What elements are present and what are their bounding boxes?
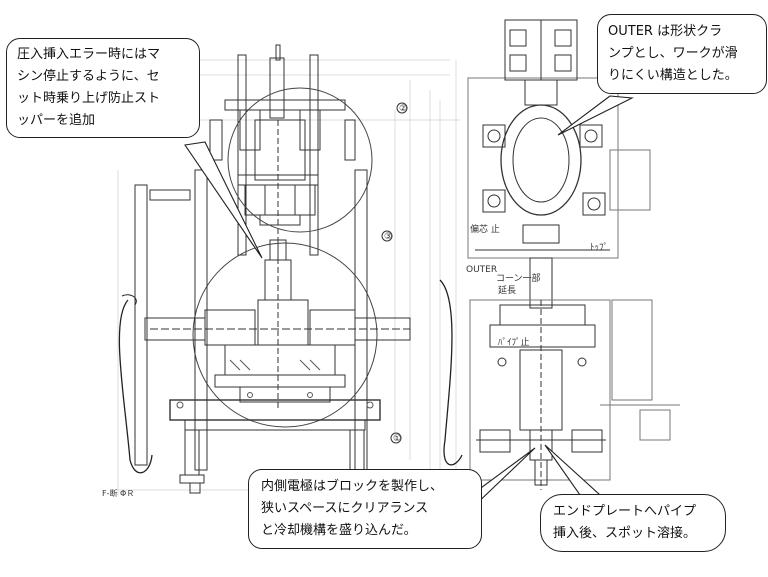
callout-stopper-line-4: ッパーを追加 xyxy=(17,113,96,128)
callout-outer-line-2: ンプとし、ワークが滑 xyxy=(608,46,738,61)
callout-stopper-line-3: ット時乗り上げ防止スト xyxy=(17,91,161,106)
callout-pointers xyxy=(184,95,634,512)
press-machine-front-view xyxy=(115,44,463,495)
hand-note-cone: コーン一部 xyxy=(496,272,541,284)
left-bottom-note: F-断 ΦＲ xyxy=(102,488,134,498)
hand-note-outer: OUTER xyxy=(466,265,497,275)
callout-stopper-line-2: シン停止するように、セ xyxy=(17,69,160,84)
callout-end-plate-note: エンドプレートへパイプ 挿入後、スポット溶接。 xyxy=(540,494,726,552)
callout-stopper-line-1: 圧入挿入エラー時にはマ xyxy=(17,47,161,62)
callout-stopper-note: 圧入挿入エラー時にはマ シン停止するように、セ ット時乗り上げ防止スト ッパーを… xyxy=(6,38,200,138)
callout-inner-electrode-note: 内側電極はブロックを製作し、 狭いスペースにクリアランス と冷却機構を盛り込んだ… xyxy=(248,469,482,549)
callout-electrode-line-2: 狭いスペースにクリアランス xyxy=(261,501,429,516)
callout-endplate-line-2: 挿入後、スポット溶接。 xyxy=(553,526,697,541)
detail-views xyxy=(467,19,680,490)
drawing-balloons: ② ③ ① F-断 ΦＲ xyxy=(102,102,408,498)
hand-note-pipe-stop: ﾊﾟｲﾌﾟ止 xyxy=(498,336,530,348)
callout-electrode-line-1: 内側電極はブロックを製作し、 xyxy=(261,479,444,494)
balloon-3: ③ xyxy=(384,232,392,242)
callout-outer-line-1: OUTER は形状クラ xyxy=(608,24,723,39)
hand-note-extension: 延長 xyxy=(498,284,516,296)
callout-outer-line-3: りにくい構造とした。 xyxy=(608,68,738,83)
hand-note-eccentric: 偏芯 止 xyxy=(470,223,500,235)
balloon-1: ① xyxy=(393,434,401,444)
callout-electrode-line-3: と冷却機構を盛り込んだ。 xyxy=(261,523,417,538)
handwritten-notes: OUTER コーン一部 延長 ﾊﾟｲﾌﾟ止 偏芯 止 ﾄｯﾌﾟ xyxy=(466,223,608,348)
hand-note-top: ﾄｯﾌﾟ xyxy=(590,242,608,253)
callout-endplate-line-1: エンドプレートへパイプ xyxy=(553,504,697,519)
balloon-2: ② xyxy=(399,104,407,114)
callout-outer-clamp-note: OUTER は形状クラ ンプとし、ワークが滑 りにくい構造とした。 xyxy=(597,14,767,94)
